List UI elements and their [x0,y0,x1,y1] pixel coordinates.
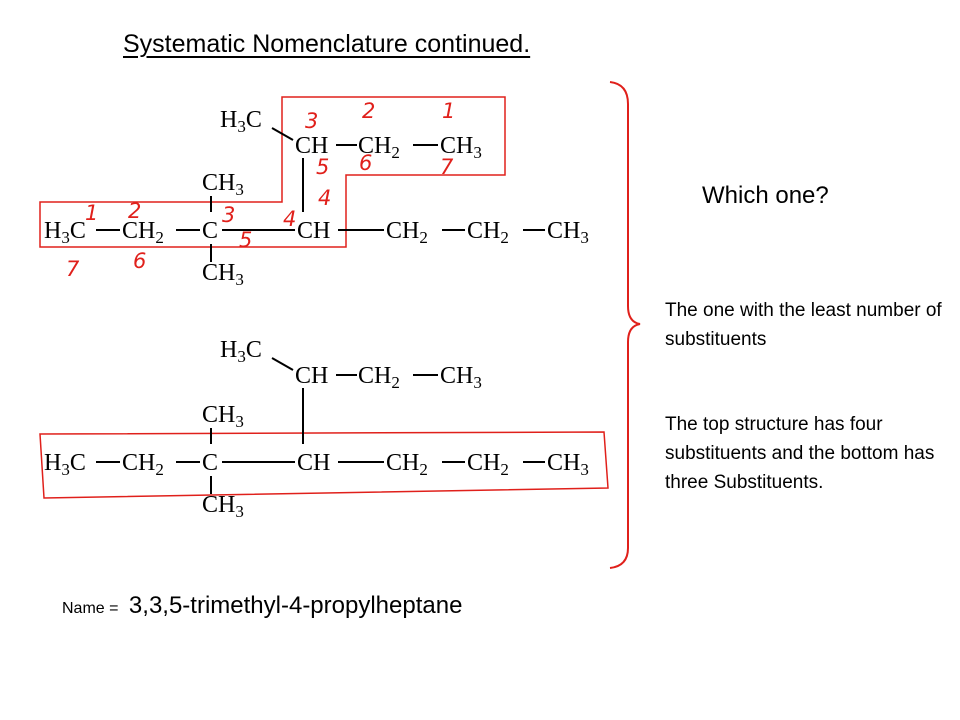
bottom-group-c-main: C [202,450,218,476]
bottom-group-ch2-main: CH2 [122,450,164,479]
bottom-group-ch-branch: CH [295,363,328,389]
top-group-ch2-a: CH2 [386,218,428,247]
compound-name-row: Name = 3,3,5-trimethyl-4-propylheptane [62,592,462,620]
top-group-ch2-b: CH2 [467,218,509,247]
answer-paragraph-2: The top structure has four substituents … [665,414,935,493]
page-title: Systematic Nomenclature continued. [123,30,531,58]
top-group-h3c-main: H3C [44,218,86,247]
top-group-h3c-branch: H3C [220,107,262,136]
bottom-group-ch3-down: CH3 [202,492,244,521]
top-group-c-main: C [202,218,218,244]
bottom-bond-h3c-ch [271,357,294,371]
top-group-ch3-end: CH3 [547,218,589,247]
top-h3c-branch-end: C [246,107,262,133]
bottom-group-ch2-b: CH2 [467,450,509,479]
top-chain-outline [39,96,506,248]
top-h3c-branch-sub: 3 [237,117,246,136]
bottom-group-ch3-end: CH3 [547,450,589,479]
comparison-bracket [609,81,641,569]
top-group-ch3-up: CH3 [202,170,244,199]
hand-number: 7 [440,155,454,179]
top-bond-h3c-ch [271,127,294,141]
top-group-ch3-down: CH3 [202,260,244,289]
bottom-group-h3c-branch: H3C [220,337,262,366]
bottom-group-ch3-up: CH3 [202,402,244,431]
hand-number: 1 [442,99,455,123]
answer-paragraph-1: The one with the least number of substit… [665,300,942,350]
hand-number: 1 [85,201,98,225]
bottom-group-ch2-a: CH2 [386,450,428,479]
hand-number: 7 [66,257,80,281]
name-label: Name = [62,600,119,617]
bottom-group-ch3-branch: CH3 [440,363,482,392]
bottom-group-ch2-branch: CH2 [358,363,400,392]
hand-number: 6 [359,151,372,175]
top-handwritten-numbers: 3 2 1 5 6 7 4 1 2 3 5 4 7 6 [66,99,455,281]
hand-number: 4 [283,207,296,231]
compound-name: 3,3,5-trimethyl-4-propylheptane [128,592,463,619]
hand-number: 6 [133,249,146,273]
hand-number: 2 [128,199,141,223]
bottom-group-ch-main: CH [297,450,330,476]
hand-number: 5 [239,228,252,252]
bottom-group-h3c-main: H3C [44,450,86,479]
question-text: Which one? [702,182,829,209]
bottom-structure: H3C CH CH2 CH3 CH3 H3C CH2 C CH CH2 CH2 … [39,337,609,521]
top-h3c-branch-base: H [220,107,237,133]
top-group-ch-main: CH [297,218,330,244]
top-group-ch-branch: CH [295,133,328,159]
hand-number: 3 [222,203,235,227]
hand-number: 5 [316,155,329,179]
hand-number: 3 [305,109,318,133]
top-structure: H3C CH CH2 CH3 CH3 H3C CH2 C CH CH2 CH2 … [39,96,589,289]
bottom-chain-outline [39,431,609,499]
hand-number: 2 [362,99,375,123]
hand-number: 4 [318,186,331,210]
